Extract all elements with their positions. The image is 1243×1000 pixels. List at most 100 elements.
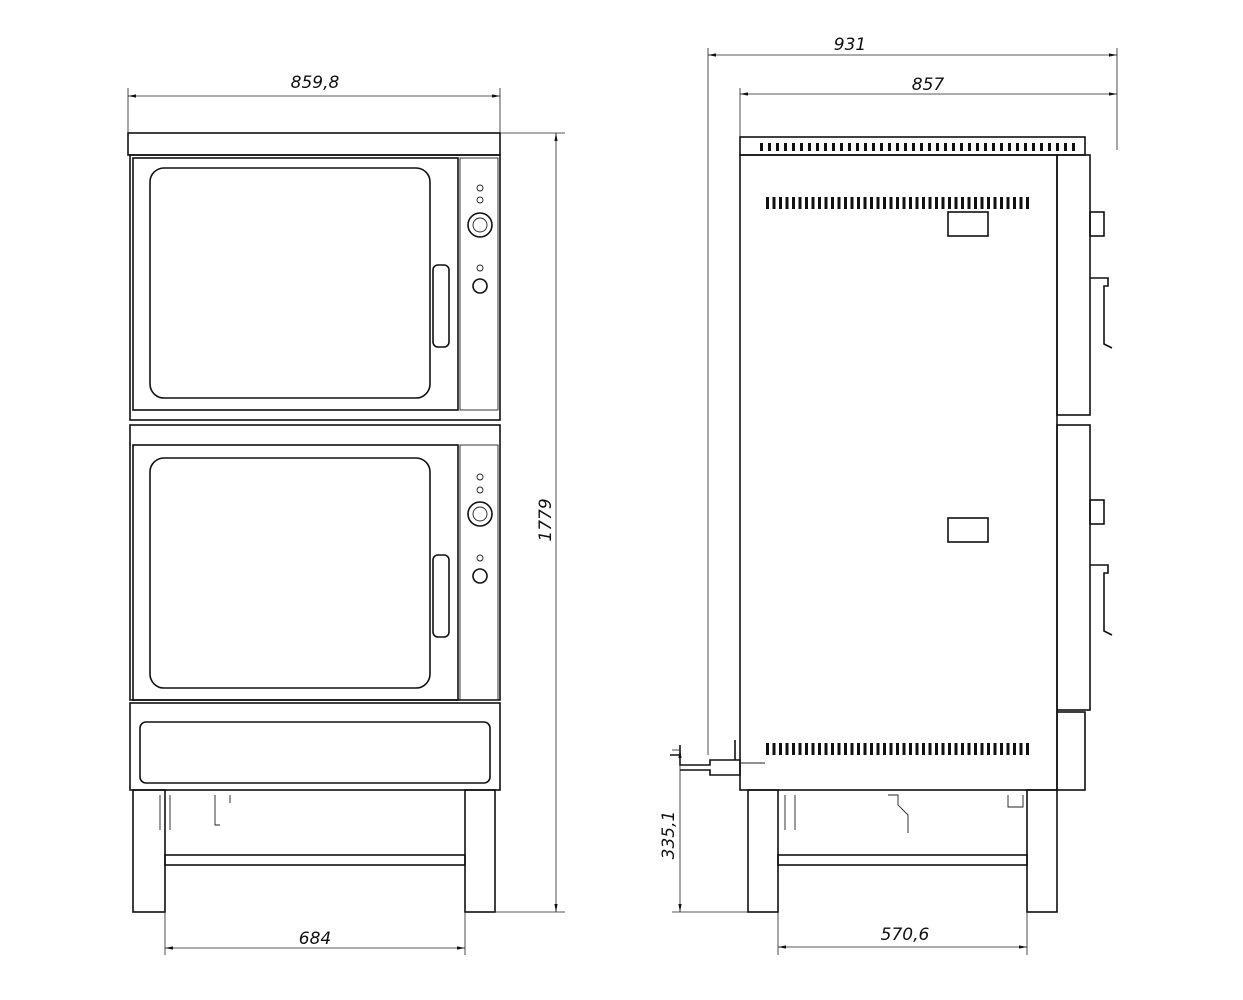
upper-handle-profile [1090, 277, 1113, 349]
side-crossbar [777, 854, 1028, 866]
vent-slot [993, 197, 997, 209]
lower-side-bracket [947, 517, 989, 543]
lower-oven-door [132, 444, 459, 701]
lower-handle-profile [1090, 564, 1113, 636]
indicator-light-icon [476, 486, 484, 494]
vent-slot [768, 143, 771, 151]
vent-slot [920, 143, 923, 151]
vent-slot [811, 197, 815, 209]
lower-oven-window [149, 457, 431, 689]
leg-height-label: 335,1 [659, 811, 679, 860]
vent-slot [776, 143, 779, 151]
vent-slot [974, 197, 977, 209]
side-front-leg [747, 789, 779, 913]
vent-slot [967, 197, 971, 209]
vent-slot [856, 143, 859, 151]
side-leg-span-label: 570,6 [881, 925, 930, 945]
vent-slot [1072, 143, 1075, 151]
vent-slot [772, 197, 776, 209]
vent-slot [766, 197, 769, 209]
base-drawer [129, 702, 501, 791]
vent-slot [831, 743, 834, 755]
vent-slot [805, 197, 808, 209]
vent-slot [928, 197, 932, 209]
vent-slot [948, 197, 951, 209]
indicator-light-icon [476, 473, 484, 481]
vent-slot [954, 197, 958, 209]
vent-slot [798, 197, 802, 209]
vent-slot [800, 143, 803, 151]
vent-slot [766, 743, 769, 755]
side-body [739, 154, 1058, 791]
vent-slot [954, 743, 958, 755]
upper-oven-door [132, 157, 459, 411]
vent-slot [792, 197, 795, 209]
vent-slot [792, 743, 795, 755]
vent-slot [980, 197, 984, 209]
water-inlet-connection [670, 740, 741, 776]
vent-slot [915, 743, 919, 755]
vent-slot [935, 743, 938, 755]
piping [159, 795, 231, 830]
upper-oven-window [149, 167, 431, 399]
vent-slot [976, 143, 979, 151]
total-height-label: 1779 [536, 498, 556, 541]
vent-slot [915, 197, 919, 209]
vent-slot [941, 197, 945, 209]
vent-slot [1000, 197, 1003, 209]
vent-slot [850, 743, 854, 755]
vent-slot [883, 197, 886, 209]
vent-slot [848, 143, 851, 151]
vent-slot [876, 743, 880, 755]
lower-knob-profile [1089, 499, 1105, 525]
indicator-light-icon [476, 554, 484, 562]
vent-slot [785, 197, 789, 209]
vent-slot [896, 143, 899, 151]
vent-slot [961, 743, 964, 755]
switch-icon [472, 568, 488, 584]
vent-slot [922, 743, 925, 755]
vent-slot [798, 743, 802, 755]
thermostat-knob-icon [467, 501, 493, 527]
vent-slot [948, 743, 951, 755]
vent-slot [912, 143, 915, 151]
vent-slot [1000, 143, 1003, 151]
vent-slot [935, 197, 938, 209]
vent-slot [844, 743, 847, 755]
vent-slot [1019, 197, 1023, 209]
vent-slot [870, 197, 873, 209]
vent-slot [1016, 143, 1019, 151]
vent-slot [922, 197, 925, 209]
upper-oven-body [129, 154, 501, 421]
upper-control-panel [459, 157, 499, 411]
front-dimensions: 859,8 1779 684 [127, 73, 565, 955]
vent-slot [863, 743, 867, 755]
vent-slot [896, 743, 899, 755]
vent-slot [1000, 743, 1003, 755]
vent-slot [824, 197, 828, 209]
vent-slot [928, 743, 932, 755]
vent-slot [840, 143, 843, 151]
indicator-light-icon [476, 196, 484, 204]
vent-slot [1064, 143, 1067, 151]
upper-side-bracket [947, 211, 989, 237]
vent-slot [876, 197, 880, 209]
side-view [670, 136, 1113, 913]
upper-knob-profile [1089, 211, 1105, 237]
side-dimensions: 931 857 335,1 570,6 [659, 35, 1118, 955]
vent-slot [1040, 143, 1043, 151]
vent-slot [902, 743, 906, 755]
vent-slot [837, 743, 841, 755]
vent-slot [1013, 197, 1016, 209]
vent-slot [857, 197, 860, 209]
vent-slot [818, 197, 821, 209]
vent-slot [863, 197, 867, 209]
vent-slot [785, 743, 789, 755]
top-slab [127, 132, 501, 156]
vent-slot [883, 743, 886, 755]
vent-slot [760, 143, 763, 151]
vent-slot [889, 197, 893, 209]
vent-slot [909, 743, 912, 755]
left-leg [132, 789, 166, 913]
